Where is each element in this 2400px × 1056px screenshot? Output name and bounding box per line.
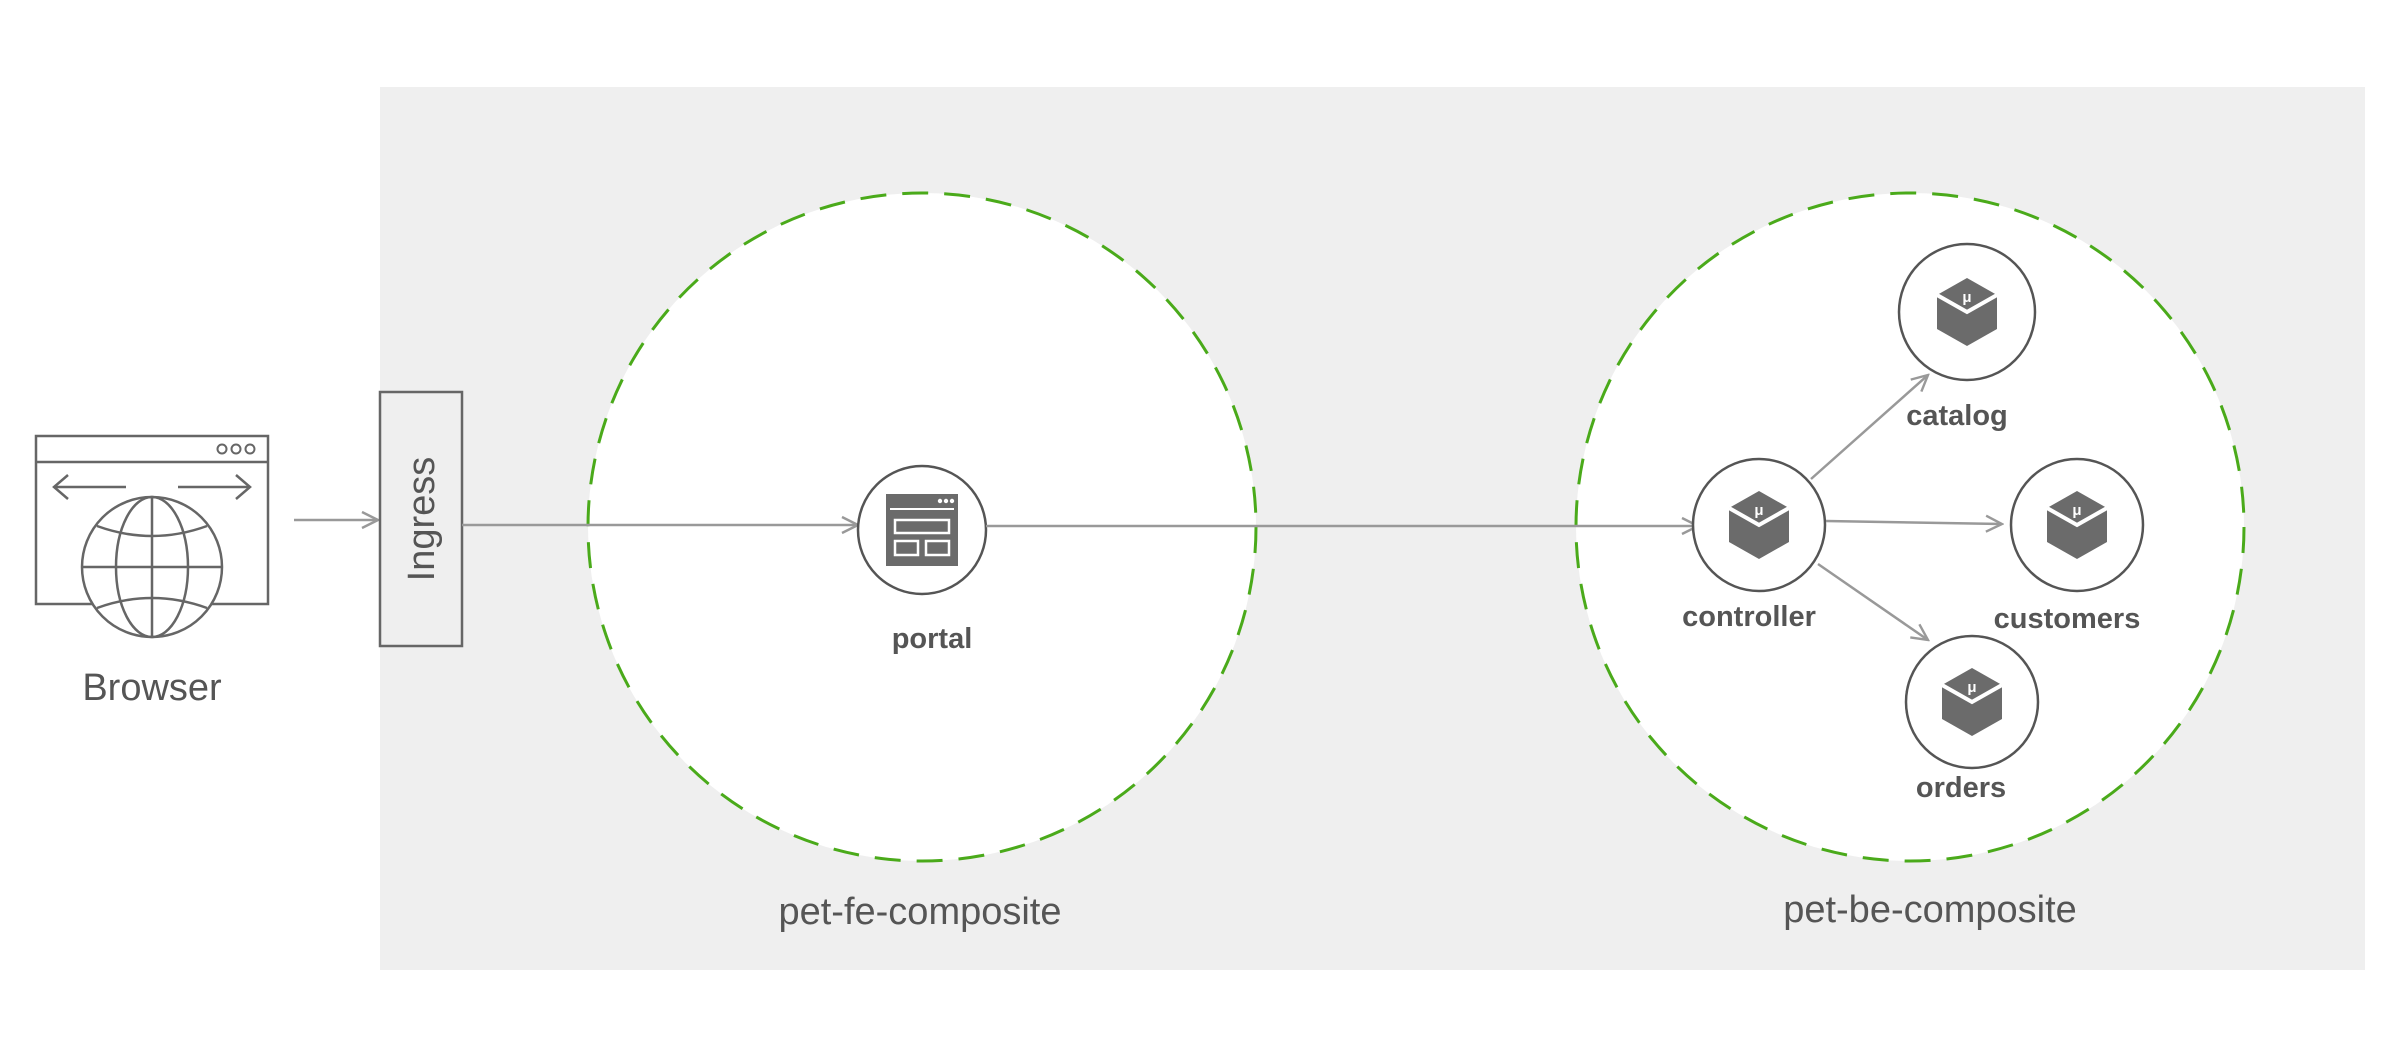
microservice-cube-icon: μ (2045, 489, 2109, 561)
arrow-controller-to-catalog (1810, 375, 1928, 480)
browser-label: Browser (82, 667, 222, 709)
svg-text:μ: μ (1967, 679, 1976, 696)
microservice-cube-icon: μ (1727, 489, 1791, 561)
orders-label: orders (1916, 772, 2006, 804)
pet-be-composite-label: pet-be-composite (1783, 889, 2077, 931)
controller-label: controller (1682, 601, 1816, 633)
pet-fe-composite-label: pet-fe-composite (778, 891, 1061, 933)
controller-node[interactable]: μ (1691, 457, 1827, 593)
ingress-label: Ingress (401, 457, 443, 582)
svg-text:μ: μ (2072, 502, 2081, 519)
web-page-icon (886, 494, 958, 566)
portal-label: portal (892, 623, 973, 655)
pet-be-composite-boundary (1574, 191, 2246, 863)
svg-text:μ: μ (1754, 502, 1763, 519)
arrow-controller-to-customers (1825, 521, 2002, 524)
orders-node[interactable]: μ (1904, 634, 2040, 770)
catalog-node[interactable]: μ (1897, 242, 2037, 382)
portal-node[interactable] (856, 464, 988, 596)
arrow-controller-to-orders (1817, 562, 1928, 640)
browser-globe-icon (34, 434, 270, 639)
catalog-label: catalog (1906, 400, 2008, 432)
microservice-cube-icon: μ (1935, 276, 1999, 348)
microservice-cube-icon: μ (1940, 666, 2004, 738)
customers-label: customers (1994, 603, 2141, 635)
ingress-box (378, 390, 464, 648)
svg-text:μ: μ (1962, 289, 1971, 306)
customers-node[interactable]: μ (2009, 457, 2145, 593)
